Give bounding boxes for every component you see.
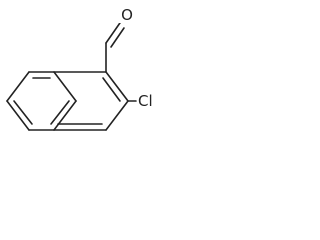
oxygen-label-background <box>119 5 135 23</box>
oxygen-atom-label: O <box>121 6 133 24</box>
bond-c7-c6 <box>6 71 30 102</box>
bond-c4-c4a <box>53 100 77 131</box>
left-aromatic-ring <box>6 71 77 131</box>
double-bond-c6-c5-inner <box>13 100 33 125</box>
chemical-structure-diagram: O Cl <box>6 5 153 131</box>
double-bond-c1-c2-inner <box>102 77 121 102</box>
bond-cho-o-2 <box>110 27 125 48</box>
bond-c6-c5 <box>6 100 30 131</box>
aldehyde-group <box>105 19 125 73</box>
bond-cho-o-1 <box>105 19 123 44</box>
bond-c4a-c8a <box>53 71 77 102</box>
double-bond-c4-c4a-inner <box>50 100 70 125</box>
bond-c2-c3 <box>105 100 129 131</box>
chlorine-atom-label: Cl <box>138 92 153 110</box>
right-aromatic-ring <box>53 71 129 131</box>
bond-c1-c2 <box>105 71 129 102</box>
